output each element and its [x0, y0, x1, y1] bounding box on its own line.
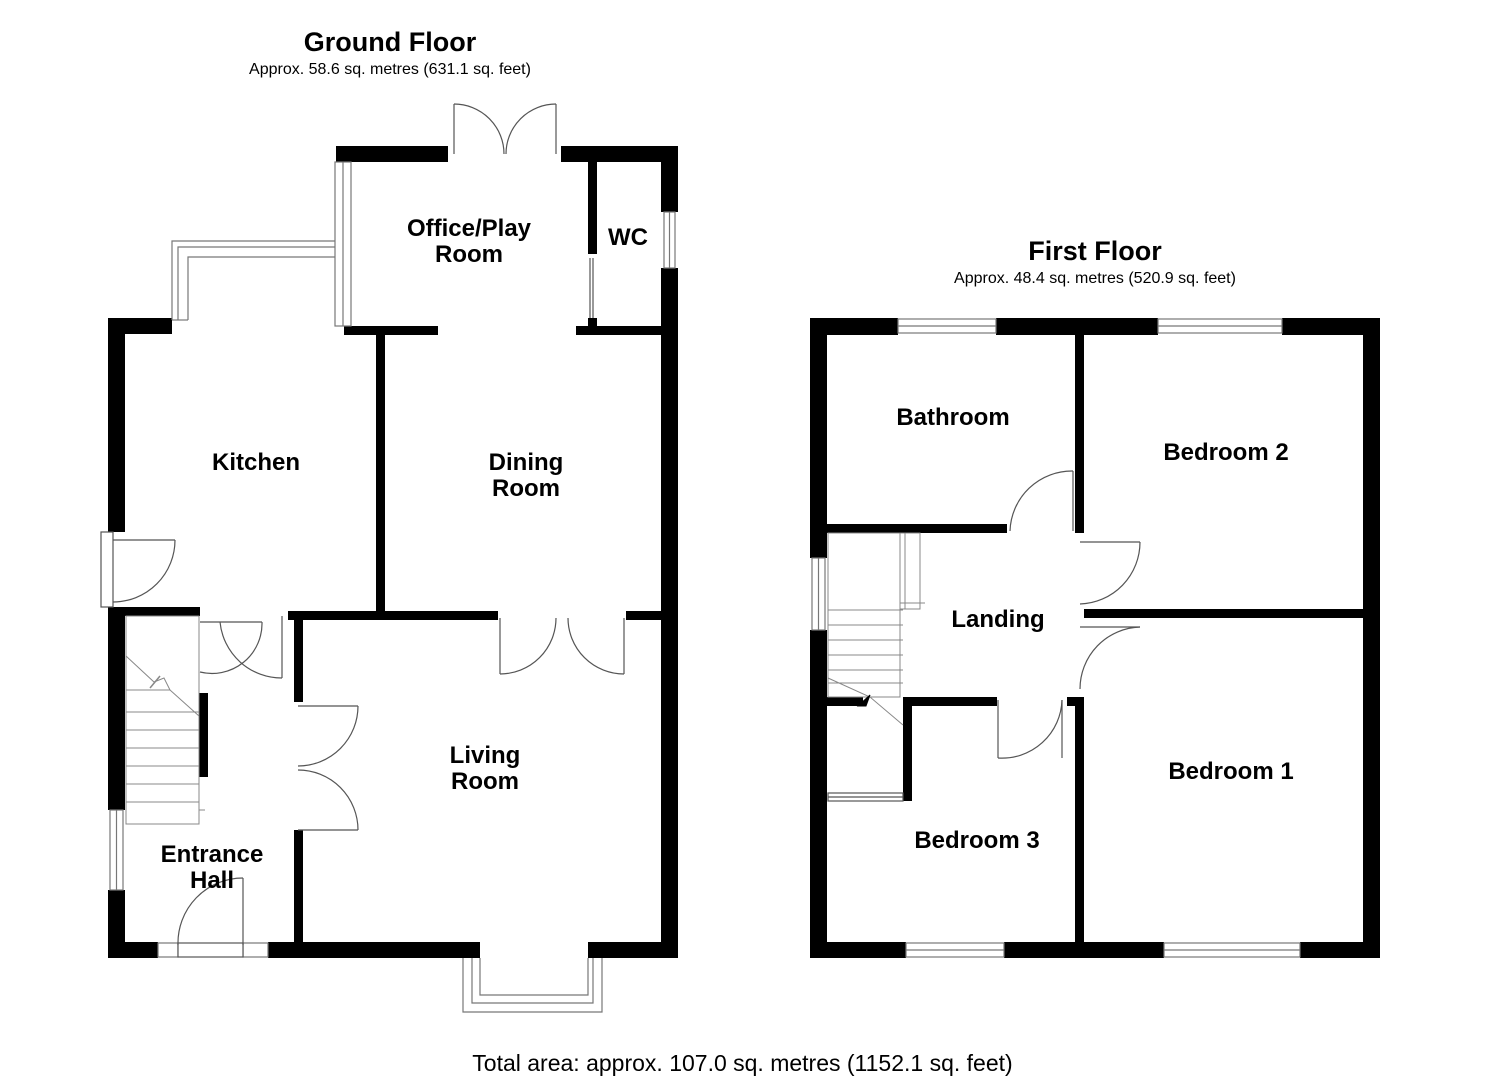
- first-floor-windows: [811, 318, 1301, 958]
- total-area-caption: Total area: approx. 107.0 sq. metres (11…: [472, 1050, 1013, 1076]
- ground-floor-area: Approx. 58.6 sq. metres (631.1 sq. feet): [249, 61, 531, 78]
- ground-floor-windows: [109, 161, 676, 1013]
- room-label-office-play-room: Office/Play Room: [406, 215, 532, 268]
- floor-plan-drawing: [100, 103, 1380, 1013]
- room-label-kitchen: Kitchen: [211, 449, 301, 476]
- room-label-bedroom-3: Bedroom 3: [914, 827, 1040, 854]
- ground-floor-doors: [100, 103, 625, 958]
- ground-floor-plan: [100, 103, 678, 1013]
- first-floor-walls: [810, 318, 1380, 958]
- first-floor-stairs: [827, 532, 925, 726]
- room-label-bathroom: Bathroom: [896, 404, 1010, 431]
- room-label-landing: Landing: [951, 606, 1045, 633]
- first-floor-area: Approx. 48.4 sq. metres (520.9 sq. feet): [954, 270, 1236, 287]
- room-label-bedroom-2: Bedroom 2: [1163, 439, 1289, 466]
- first-floor-title: First Floor: [1028, 236, 1162, 266]
- room-label-dining-room: Dining Room: [488, 449, 564, 502]
- first-floor-plan: [810, 318, 1380, 958]
- ground-floor-walls: [108, 146, 678, 958]
- room-label-living-room: Living Room: [449, 742, 521, 795]
- room-label-entrance-hall: Entrance Hall: [160, 841, 264, 894]
- ground-floor-title: Ground Floor: [303, 27, 477, 57]
- ground-floor-stairs: [125, 615, 205, 825]
- room-label-bedroom-1: Bedroom 1: [1168, 758, 1294, 785]
- first-floor-doors: [827, 470, 1141, 802]
- room-label-wc: WC: [608, 224, 648, 251]
